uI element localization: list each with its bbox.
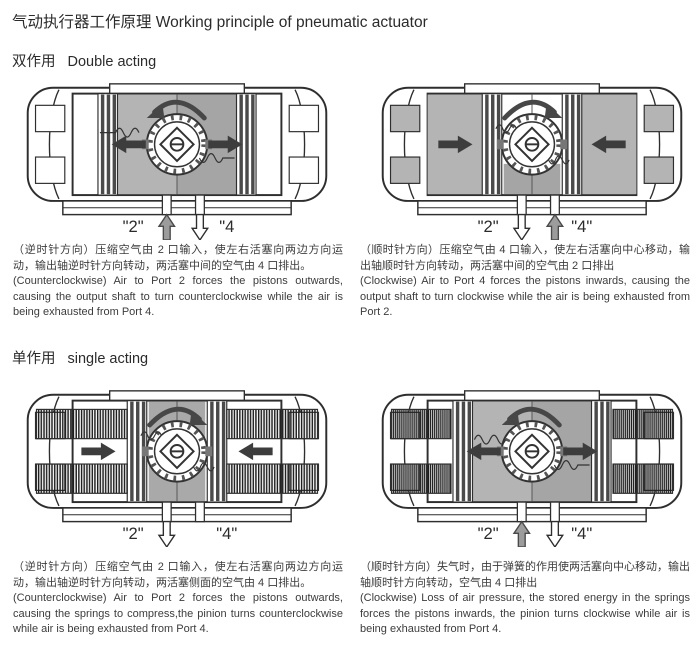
actuator-cw-drawing: "2" "4" [381,82,683,240]
description-en: (Counterclockwise) Air to Port 2 forces … [13,592,343,636]
port4-exhaust-arrow-icon [546,520,564,547]
rack-spring-lower-icon [553,460,590,470]
port-2-label: "2" [478,217,499,236]
double-acting-right-description: （顺时针方向）压缩空气由 4 口输入，使左右活塞向中心移动，输出轴顺时针方向转动… [360,243,690,321]
section-heading-double-acting: 双作用 Double acting [12,50,156,71]
port2-supply-arrow-icon [513,520,531,547]
section-heading-single-en: single acting [67,351,149,367]
diagram-double-acting-right: "2" "4" [371,78,693,240]
actuator-ccw-drawing: "2" "4 [26,82,328,240]
rack-spring-upper-icon [140,431,162,441]
rotation-arrow-ccw-icon [501,406,562,428]
description-en: (Counterclockwise) Air to Port 2 forces … [13,275,343,319]
return-springs-icon [35,408,319,494]
port-2-label: "2" [123,524,144,543]
single-acting-right-description: （顺时针方向）失气时，由于弹簧的作用使两活塞向中心移动，输出轴顺时针方向转动，空… [360,560,690,638]
end-cap-windows [34,104,320,184]
section-heading-single-acting: 单作用 single acting [12,347,148,368]
diagram-double-acting-left: "2" "4 [16,78,338,240]
port-4-label: "4" [571,524,592,543]
rotation-arrow-cw-icon [502,99,563,121]
port2-supply-arrow-icon [158,213,176,240]
compressed-springs-icon [390,408,674,494]
port4-exhaust-arrow-icon [191,213,209,240]
rack-spring-upper-icon [99,127,140,138]
rack-spring-lower-icon [193,462,215,472]
description-cn: （顺时针方向）失气时，由于弹簧的作用使两活塞向中心移动，输出轴顺时针方向转动，空… [360,561,690,589]
actuator-spring-cw-drawing: "2" "4" [26,389,328,547]
rack-spring-lower-icon [198,153,235,163]
port-2-label: "2" [123,217,144,236]
port-4-label: "4 [219,217,234,236]
port-4-label: "4" [571,217,592,236]
port2-exhaust-arrow-icon [158,520,176,547]
end-cap-windows [389,104,675,184]
rack-spring-upper-icon [473,434,507,445]
port4-supply-arrow-icon [546,213,564,240]
rotation-arrow-cw-icon [147,406,208,428]
port-4-label: "4" [216,524,237,543]
single-acting-left-description: （逆时针方向）压缩空气由 2 口输入，使左右活塞向两边方向运动，输出轴逆时针方向… [13,560,343,638]
port2-exhaust-arrow-icon [513,213,531,240]
port-2-label: "2" [478,524,499,543]
double-acting-left-description: （逆时针方向）压缩空气由 2 口输入，使左右活塞向两边方向运动，输出轴逆时针方向… [13,243,343,321]
description-cn: （顺时针方向）压缩空气由 4 口输入，使左右活塞向中心移动，输出轴顺时针方向转动… [360,244,690,272]
description-cn: （逆时针方向）压缩空气由 2 口输入，使左右活塞向两边方向运动，输出轴逆时针方向… [13,561,343,589]
diagram-single-acting-left: "2" "4" [16,385,338,547]
description-en: (Clockwise) Air to Port 4 forces the pis… [360,275,690,319]
section-heading-double-cn: 双作用 [12,54,56,70]
actuator-spring-ccw-drawing: "2" "4" [381,389,683,547]
rotation-arrow-ccw-icon [146,99,207,121]
description-cn: （逆时针方向）压缩空气由 2 口输入，使左右活塞向两边方向运动，输出轴逆时针方向… [13,244,343,272]
description-en: (Clockwise) Loss of air pressure, the st… [360,592,690,636]
page-title: 气动执行器工作原理 Working principle of pneumatic… [12,14,428,31]
section-heading-double-en: Double acting [67,54,157,70]
rack-spring-upper-icon [495,124,517,134]
section-heading-single-cn: 单作用 [12,351,56,367]
rack-spring-lower-icon [548,155,570,165]
diagram-single-acting-right: "2" "4" [371,385,693,547]
